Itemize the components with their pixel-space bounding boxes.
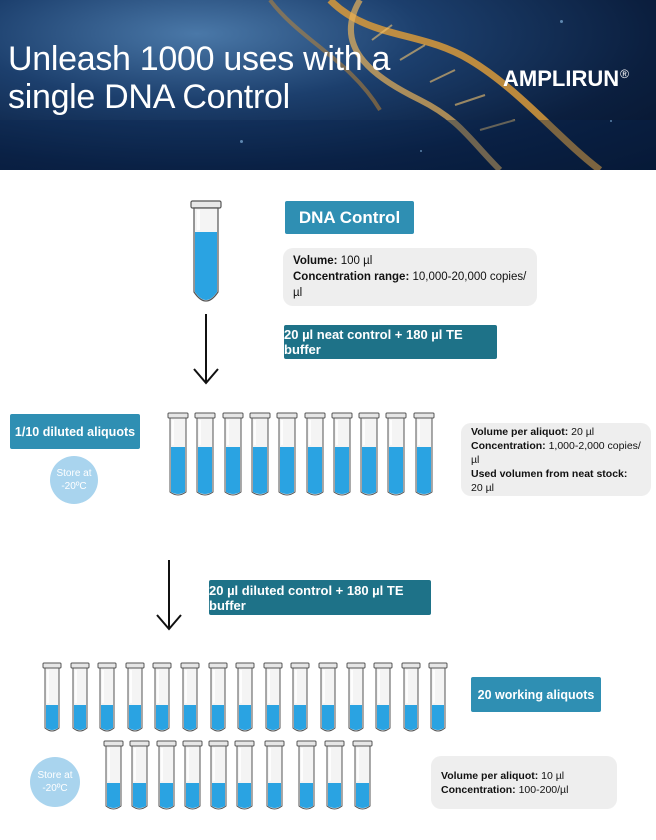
volume-value: 10 µl xyxy=(538,769,565,782)
store-badge-working: Store at -20ºC xyxy=(30,757,80,807)
aliquot-tube xyxy=(276,412,298,496)
sparkle-dot xyxy=(560,20,563,23)
aliquot-tube xyxy=(373,662,393,732)
step2-instruction-text: 20 µl diluted control + 180 µl TE buffer xyxy=(209,582,404,613)
volume-value: 100 µl xyxy=(337,255,373,267)
store-badge-diluted: Store at -20ºC xyxy=(50,456,98,504)
dna-control-volume-row: Volume: 100 µl xyxy=(293,253,527,269)
dna-control-label-text: DNA Control xyxy=(298,207,401,227)
diluted-aliquots-label: 1/10 diluted aliquots xyxy=(10,414,140,449)
aliquot-tube xyxy=(152,662,172,732)
brand-logo: AMPLIRUN® xyxy=(503,66,629,92)
concentration-value: 10,000-20,000 copies/µl xyxy=(293,271,527,299)
aliquot-tube xyxy=(103,740,124,810)
step2-instruction-box: 20 µl diluted control + 180 µl TE buffer xyxy=(209,580,431,615)
aliquot-tube xyxy=(235,662,255,732)
aliquot-tube xyxy=(346,662,366,732)
aliquot-tube xyxy=(324,740,345,810)
dna-control-tube xyxy=(190,200,222,302)
hero-title-line1: Unleash 1000 uses with a xyxy=(8,40,391,78)
concentration-value: 100-200/µl xyxy=(515,783,569,796)
sparkle-dot xyxy=(420,150,422,152)
aliquot-tube xyxy=(167,412,189,496)
aliquot-tube xyxy=(318,662,338,732)
concentration-label: Concentration range: xyxy=(293,271,410,283)
diluted-concentration-row: Concentration: 1,000-2,000 copies/µl xyxy=(471,439,641,467)
working-volume-row: Volume per aliquot: 10 µl xyxy=(441,769,607,783)
aliquot-tube xyxy=(208,740,229,810)
aliquot-tube xyxy=(249,412,271,496)
hero-banner: Unleash 1000 uses with a single DNA Cont… xyxy=(0,0,656,170)
dna-control-label: DNA Control xyxy=(285,201,414,234)
diluted-info-box: Volume per aliquot: 20 µl Concentration:… xyxy=(461,423,651,496)
down-arrow-icon xyxy=(193,314,219,385)
aliquot-tube xyxy=(222,412,244,496)
sparkle-dot xyxy=(240,140,243,143)
diluted-used-row: Used volumen from neat stock: 20 µl xyxy=(471,467,641,495)
aliquot-tube xyxy=(42,662,62,732)
sparkle-dot xyxy=(610,120,612,122)
volume-label: Volume: xyxy=(293,255,338,267)
dna-helix-graphic xyxy=(0,0,656,170)
store-line1: Store at xyxy=(37,770,73,781)
aliquot-tube xyxy=(290,662,310,732)
aliquot-tube xyxy=(234,740,255,810)
aliquot-tube xyxy=(413,412,435,496)
dna-control-info-box: Volume: 100 µl Concentration range: 10,0… xyxy=(283,248,537,306)
step1-instruction-text: 20 µl neat control + 180 µl TE buffer xyxy=(284,327,463,357)
working-info-box: Volume per aliquot: 10 µl Concentration:… xyxy=(431,756,617,809)
store-line2: -20ºC xyxy=(61,481,87,492)
aliquot-tube xyxy=(385,412,407,496)
concentration-label: Concentration: xyxy=(471,439,546,452)
volume-label: Volume per aliquot: xyxy=(441,769,539,782)
hero-title-line2: single DNA Control xyxy=(8,78,290,116)
used-volume-label: Used volumen from neat stock: xyxy=(471,467,628,480)
aliquot-tube xyxy=(331,412,353,496)
working-concentration-row: Concentration: 100-200/µl xyxy=(441,783,607,797)
aliquot-tube xyxy=(358,412,380,496)
brand-name: AMPLIRUN xyxy=(503,66,620,91)
aliquot-tube xyxy=(182,740,203,810)
aliquot-tube xyxy=(194,412,216,496)
hero-title: Unleash 1000 uses with a single DNA Cont… xyxy=(8,40,390,116)
working-aliquots-label-text: 20 working aliquots xyxy=(477,687,595,702)
aliquot-tube xyxy=(208,662,228,732)
dna-control-concentration-row: Concentration range: 10,000-20,000 copie… xyxy=(293,269,527,301)
used-volume-value: 20 µl xyxy=(471,481,494,494)
aliquot-tube xyxy=(401,662,421,732)
diluted-volume-row: Volume per aliquot: 20 µl xyxy=(471,425,641,439)
aliquot-tube xyxy=(180,662,200,732)
aliquot-tube xyxy=(428,662,448,732)
store-line1: Store at xyxy=(56,468,92,479)
down-arrow-icon xyxy=(156,560,182,631)
aliquot-tube xyxy=(70,662,90,732)
aliquot-tube xyxy=(129,740,150,810)
aliquot-tube xyxy=(125,662,145,732)
concentration-value: 1,000-2,000 copies/µl xyxy=(471,439,641,466)
store-line2: -20ºC xyxy=(42,783,68,794)
aliquot-tube xyxy=(156,740,177,810)
aliquot-tube xyxy=(264,740,285,810)
volume-label: Volume per aliquot: xyxy=(471,425,569,438)
aliquot-tube xyxy=(97,662,117,732)
step1-instruction-box: 20 µl neat control + 180 µl TE buffer xyxy=(284,325,497,359)
aliquot-tube xyxy=(263,662,283,732)
aliquot-tube xyxy=(352,740,373,810)
diluted-aliquots-label-text: 1/10 diluted aliquots xyxy=(14,424,136,439)
volume-value: 20 µl xyxy=(568,425,595,438)
aliquot-tube xyxy=(296,740,317,810)
aliquot-tube xyxy=(304,412,325,496)
working-aliquots-label: 20 working aliquots xyxy=(471,677,601,712)
registered-mark: ® xyxy=(620,67,629,81)
concentration-label: Concentration: xyxy=(441,783,516,796)
